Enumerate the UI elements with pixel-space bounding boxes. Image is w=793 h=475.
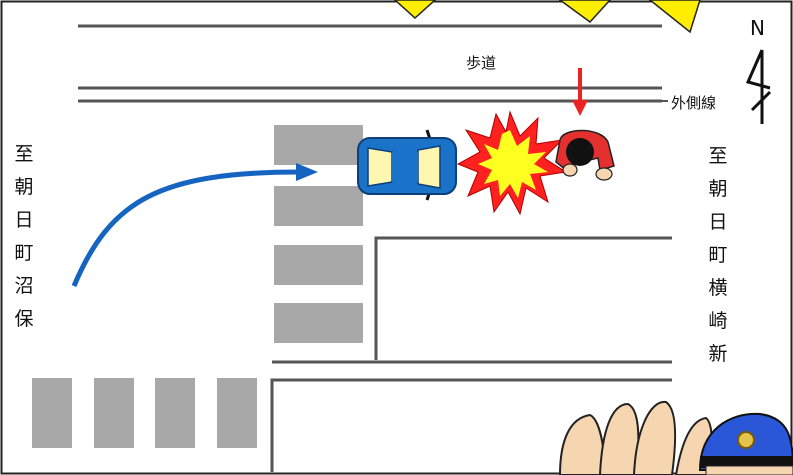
north-label: N <box>750 16 765 40</box>
sidewalk-label: 歩道 <box>466 54 497 72</box>
east-direction-char: 崎 <box>708 310 728 332</box>
crosswalk-stripe <box>274 245 363 285</box>
crosswalk-lower <box>32 378 257 448</box>
turn-arrow-icon <box>71 163 318 287</box>
east-direction-char: 至 <box>708 145 728 167</box>
crosswalk-upper <box>274 125 363 343</box>
crosswalk-stripe <box>94 378 134 448</box>
west-direction-char: 至 <box>14 143 34 165</box>
crosswalk-stripe <box>274 303 363 343</box>
collision-burst-icon <box>456 110 568 216</box>
road-lines <box>78 24 672 472</box>
side-road-edge-lower <box>270 378 672 472</box>
west-direction-char: 沼 <box>14 275 34 297</box>
east-direction-char: 朝 <box>708 178 728 200</box>
crosswalk-stripe <box>32 378 72 448</box>
outer-line-label: 外側線 <box>671 94 717 112</box>
pedestrian-icon <box>555 129 615 181</box>
compass-north-arrow-icon <box>745 49 772 124</box>
east-direction-char: 日 <box>708 211 728 233</box>
crosswalk-stripe <box>217 378 257 448</box>
east-direction-char: 横 <box>708 277 728 299</box>
east-direction-char: 町 <box>708 244 728 266</box>
west-direction-char: 日 <box>14 209 34 231</box>
east-direction-char: 新 <box>708 343 728 365</box>
east-direction-label: 至 朝 日 町 横 崎 新 <box>706 140 730 371</box>
west-direction-char: 保 <box>14 308 34 330</box>
crosswalk-stripe <box>155 378 195 448</box>
warning-arrow-icon <box>572 68 588 116</box>
west-direction-label: 至 朝 日 町 沼 保 <box>12 138 36 336</box>
crosswalk-stripe <box>274 125 363 165</box>
crosswalk-stripe <box>274 186 363 226</box>
car-icon <box>357 129 457 201</box>
west-direction-char: 町 <box>14 242 34 264</box>
side-road-edge <box>374 236 672 360</box>
flash-rays-icon <box>393 0 701 34</box>
west-direction-char: 朝 <box>14 176 34 198</box>
police-officer-icon <box>558 400 793 475</box>
